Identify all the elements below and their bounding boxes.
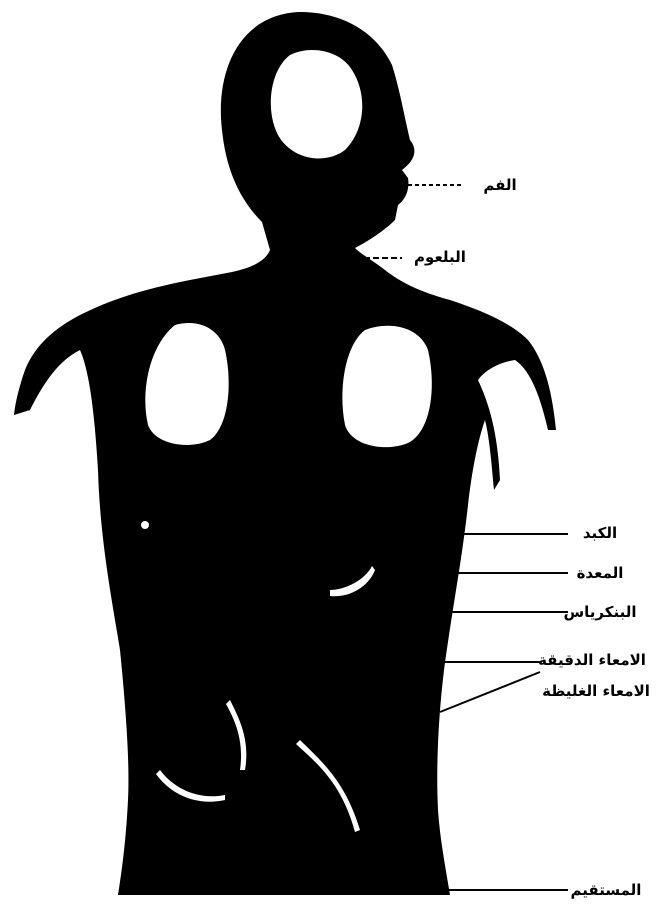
torso-silhouette	[14, 12, 556, 895]
label-rectum: المستقيم	[571, 881, 642, 899]
large-intestine-leader	[440, 672, 540, 712]
head-shape	[14, 12, 556, 895]
label-stomach: المعدة	[577, 564, 624, 582]
label-pharynx: البلعوم	[414, 248, 466, 266]
brain-highlight	[271, 50, 362, 158]
label-large-intestine: الامعاء الغليظة	[542, 682, 650, 700]
trachea-highlight	[362, 332, 402, 354]
label-small-intestine: الامعاء الدقيقة	[538, 651, 646, 669]
label-liver: الكبد	[583, 524, 617, 542]
liver-spot	[141, 521, 149, 529]
label-pancreas: البنكرياس	[563, 603, 636, 621]
label-mouth: الفم	[483, 176, 516, 194]
